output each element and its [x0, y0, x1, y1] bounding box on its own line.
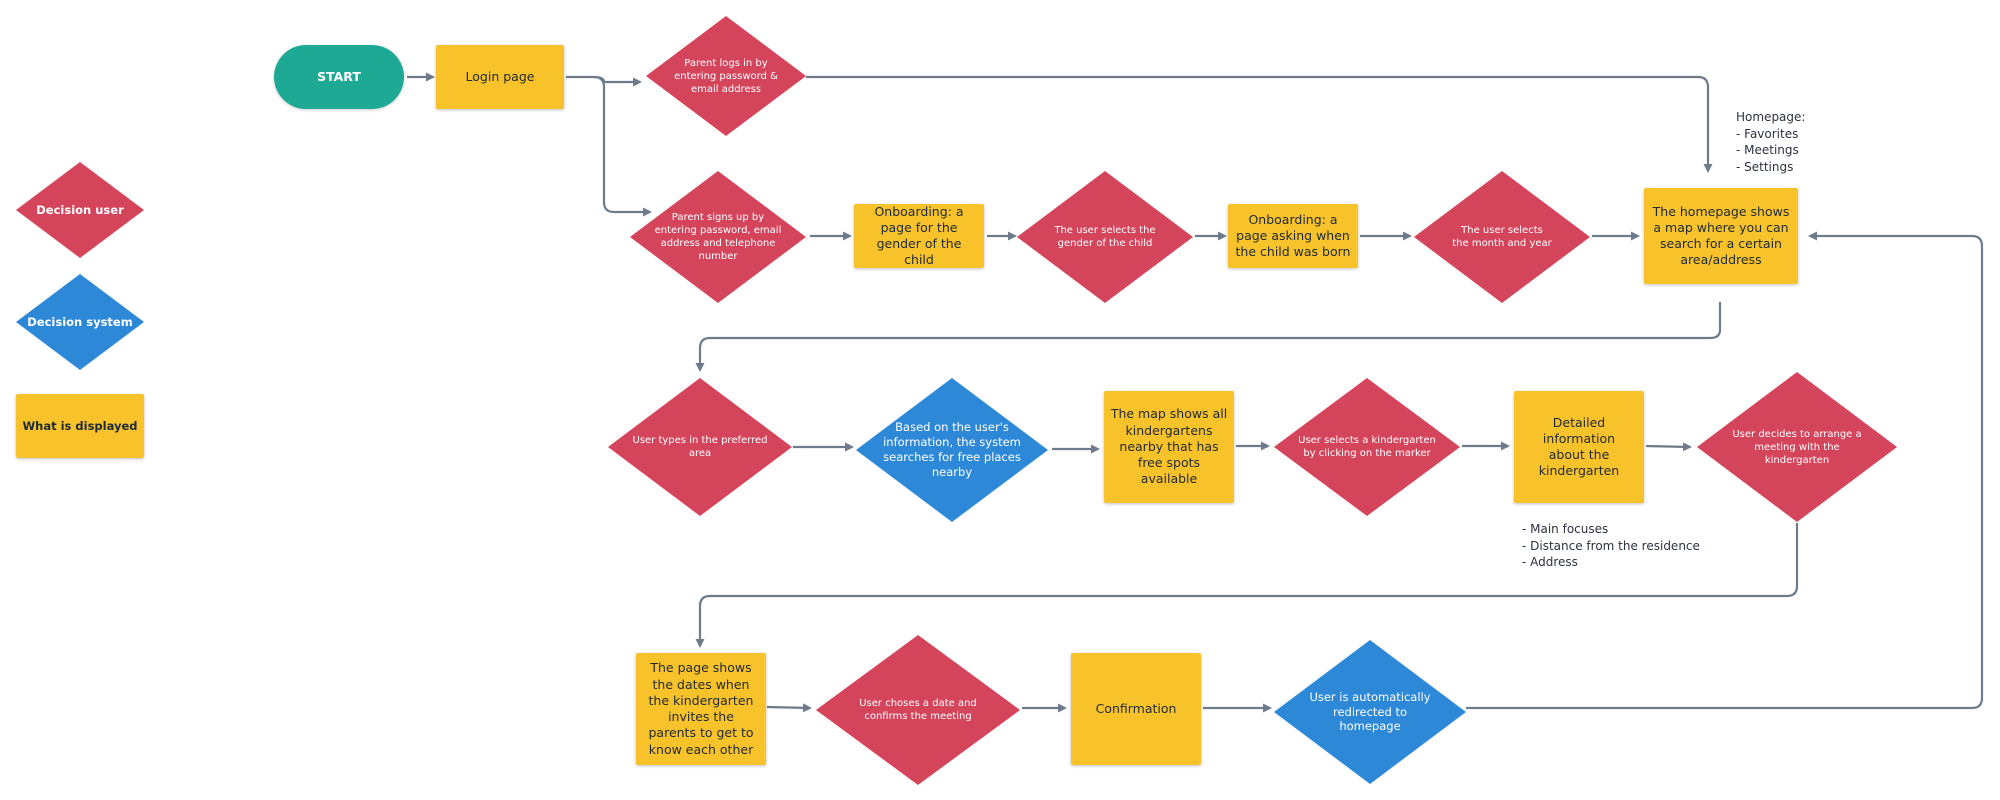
- details-note-main-focuses: - Main focuses: [1522, 522, 1609, 536]
- legend-what-is-displayed: What is displayed: [16, 394, 144, 458]
- auto-redirect-decision: User is automatically redirected to home…: [1274, 640, 1466, 784]
- homepage-note-meetings: - Meetings: [1736, 143, 1799, 157]
- user-selects-gender-decision: The user selects the gender of the child: [1017, 171, 1193, 303]
- edge-details-to-arrange-meeting: [1645, 442, 1692, 452]
- legend-diamond-blue-shape: [16, 274, 144, 370]
- parent-signs-up-decision: Parent signs up by entering password, em…: [630, 171, 806, 303]
- user-chooses-date-decision: User choses a date and confirms the meet…: [816, 635, 1020, 785]
- details-note-distance: - Distance from the residence: [1522, 538, 1700, 553]
- edge-redirect-to-homepage: [1466, 231, 1984, 710]
- diamond-shape: [1017, 171, 1193, 303]
- homepage-note-settings: - Settings: [1736, 159, 1794, 174]
- start-node: START: [274, 45, 404, 109]
- diamond-shape: [1697, 372, 1897, 522]
- dates-page-node: The page shows the dates when the kinder…: [636, 653, 766, 765]
- details-note: - Main focuses - Distance from the resid…: [1522, 521, 1700, 571]
- detailed-info-node: Detailed information about the kindergar…: [1514, 391, 1644, 503]
- diamond-shape: [630, 171, 806, 303]
- login-page-node: Login page: [436, 45, 564, 109]
- edge-arrange-meeting-to-dates-page: [695, 523, 1799, 648]
- edge-homepage-to-types-area: [695, 302, 1722, 372]
- diamond-shape: [1274, 640, 1466, 784]
- homepage-note: Homepage: - Favorites - Meetings - Setti…: [1736, 109, 1805, 175]
- confirmation-node: Confirmation: [1071, 653, 1201, 765]
- user-types-area-decision: User types in the preferred area: [608, 378, 792, 516]
- parent-logs-in-decision: Parent logs in by entering password & em…: [646, 16, 806, 136]
- homepage-note-favorites: - Favorites: [1736, 126, 1799, 141]
- homepage-note-title: Homepage:: [1736, 110, 1806, 124]
- edge-logs-in-to-homepage: [806, 75, 1713, 173]
- user-arranges-meeting-decision: User decides to arrange a meeting with t…: [1697, 372, 1897, 522]
- diamond-shape: [856, 378, 1048, 522]
- diamond-shape: [816, 635, 1020, 785]
- diamond-shape: [646, 16, 806, 136]
- onboarding-birth-page-node: Onboarding: a page asking when the child…: [1228, 204, 1358, 268]
- diamond-shape: [1414, 171, 1590, 303]
- onboarding-gender-page-node: Onboarding: a page for the gender of the…: [854, 204, 984, 268]
- details-note-address: - Address: [1522, 555, 1578, 569]
- edge-login-to-signs-up: [593, 75, 652, 217]
- map-shows-kindergartens-node: The map shows all kindergartens nearby t…: [1104, 391, 1234, 503]
- legend-decision-user: Decision user: [16, 162, 144, 258]
- diamond-shape: [608, 378, 792, 516]
- user-selects-month-year-decision: The user selects the month and year: [1414, 171, 1590, 303]
- legend-decision-system: Decision system: [16, 274, 144, 370]
- user-selects-kindergarten-decision: User selects a kindergarten by clicking …: [1274, 378, 1460, 516]
- edge-dates-page-to-choose-date: [766, 703, 812, 713]
- system-searches-decision: Based on the user's information, the sys…: [856, 378, 1048, 522]
- diamond-shape: [1274, 378, 1460, 516]
- homepage-map-node: The homepage shows a map where you can s…: [1644, 188, 1798, 284]
- legend-diamond-red-shape: [16, 162, 144, 258]
